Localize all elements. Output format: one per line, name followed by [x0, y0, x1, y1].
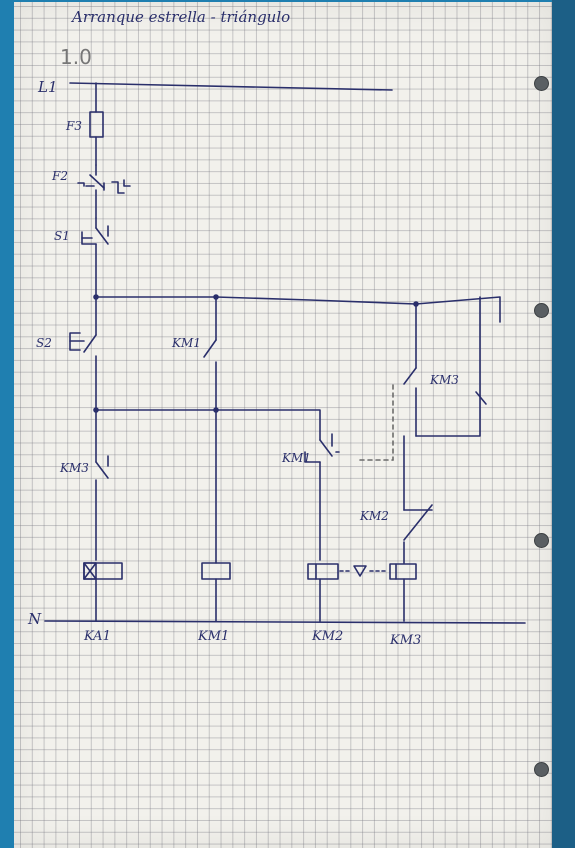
n-label: N [27, 610, 42, 628]
middle-bus [95, 409, 321, 441]
binder-edge [552, 0, 575, 848]
stop-button-s1 [81, 217, 109, 298]
n-rail [44, 620, 526, 624]
upper-bus [95, 296, 501, 323]
fuse-f3 [89, 111, 104, 138]
punch-hole [534, 533, 549, 548]
km2-contact [403, 435, 433, 564]
start-button-s2 [69, 296, 97, 411]
coil-ka1 [83, 562, 123, 622]
l1-rail [69, 82, 393, 91]
main-branch [77, 82, 131, 298]
km1-nc-contact [304, 433, 343, 561]
coil-km1 [201, 562, 231, 622]
coil-label-km3: KM3 [389, 633, 421, 648]
coil-label-km2: KM2 [311, 629, 343, 644]
coil-km2 [307, 563, 389, 622]
punch-hole [534, 76, 549, 91]
label-km2-contact: KM2 [359, 509, 389, 523]
punch-hole [534, 303, 549, 318]
l1-label: L1 [37, 78, 58, 96]
diagram-title: Arranque estrella - triángulo [70, 8, 290, 26]
coil-label-km1: KM1 [197, 629, 229, 644]
km1-hold-contact [203, 296, 217, 411]
coil-km3 [389, 563, 417, 622]
punch-hole [534, 762, 549, 777]
label-s1: S1 [54, 229, 70, 243]
label-f3: F3 [65, 119, 82, 133]
label-s2: S2 [36, 336, 52, 350]
thermal-relay-f2 [77, 164, 131, 219]
graph-paper-sheet [14, 2, 552, 848]
coil-label-ka1: KA1 [83, 629, 111, 644]
km3-hold-contact [359, 303, 487, 461]
label-km1-nc: KM1 [281, 451, 311, 465]
sheet-number: 1.0 [60, 45, 92, 69]
label-km3-nc: KM3 [59, 461, 89, 475]
label-km3-hold: KM3 [429, 373, 459, 387]
label-f2: F2 [51, 169, 68, 183]
label-km1-contact: KM1 [171, 336, 201, 350]
km3-nc-contact [95, 409, 109, 561]
